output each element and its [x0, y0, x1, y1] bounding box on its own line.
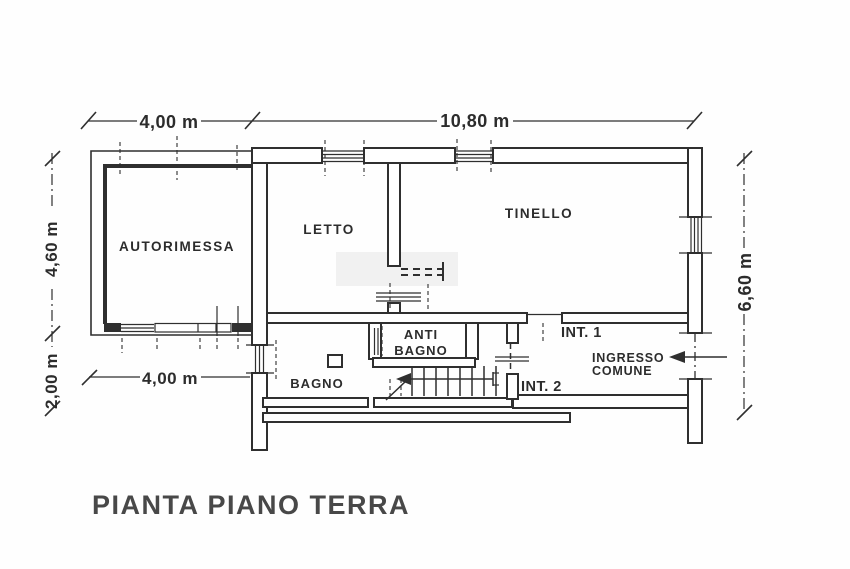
room-label-ingresso-line1: INGRESSO [592, 351, 664, 365]
door-jamb [327, 354, 343, 368]
room-label-letto: LETTO [303, 222, 355, 237]
garage-door-opening [154, 322, 232, 333]
dim-tick [44, 325, 61, 342]
room-label-ingresso-line2: COMUNE [592, 364, 652, 378]
arrow-head-icon [669, 351, 685, 363]
dim-tick [81, 369, 98, 386]
top-window-hatch-tinello [455, 150, 493, 163]
arrow-head-icon [396, 373, 411, 385]
corridor-opening-hatch [376, 292, 421, 302]
unit-label-int1: INT. 1 [561, 325, 602, 341]
dim-tick [736, 150, 753, 167]
dim-label-right: 6,60 m [735, 252, 755, 311]
antibagno-right-wall [465, 322, 479, 360]
room-labels: AUTORIMESSA LETTO TINELLO ANTI BAGNO BAG… [119, 206, 664, 395]
dim-label-left-upper: 4,60 m [42, 221, 61, 277]
room-label-tinello: TINELLO [505, 206, 573, 221]
dim-label-top-garage: 4,00 m [139, 112, 198, 132]
room-label-bagno: BAGNO [290, 376, 343, 391]
top-window-hatch-letto [322, 150, 364, 163]
dim-tick [44, 400, 61, 417]
witness-lines [119, 136, 544, 380]
garage-window-hatch [121, 323, 154, 333]
entrance-arrow [669, 351, 727, 363]
dim-label-garage-door: 4,00 m [142, 369, 198, 388]
left-window-hatch [254, 345, 265, 373]
dimension-line-garage-door: 4,00 m [81, 369, 250, 388]
dimension-line-top: 4,00 m 10,80 m [80, 111, 703, 132]
dim-tick [80, 111, 97, 130]
dim-tick [244, 111, 261, 130]
room-label-antibagno-line2: BAGNO [394, 343, 447, 358]
right-window-hatch [690, 217, 703, 253]
room-label-autorimessa: AUTORIMESSA [119, 239, 235, 254]
dim-tick [44, 150, 61, 167]
room-label-antibagno-line1: ANTI [404, 327, 438, 342]
stairs-direction-arrow [385, 372, 499, 401]
staircase [385, 366, 499, 401]
garage-walls [90, 150, 257, 336]
dimension-line-left: 4,60 m 2,00 m [42, 150, 61, 417]
dim-tick [736, 404, 753, 421]
dim-label-left-lower: 2,00 m [42, 353, 61, 409]
dim-label-top-main: 10,80 m [440, 111, 510, 131]
antibagno-bottom-wall [372, 357, 476, 368]
letto-door-dashed [401, 262, 444, 281]
unit-label-int2: INT. 2 [521, 379, 562, 395]
exterior-walls [246, 147, 712, 451]
antibagno-door-hatch [373, 328, 379, 355]
dim-tick [686, 111, 703, 130]
plan-title: PIANTA PIANO TERRA [92, 490, 410, 520]
dimension-line-right: 6,60 m [735, 150, 755, 421]
interior-walls [266, 162, 689, 400]
